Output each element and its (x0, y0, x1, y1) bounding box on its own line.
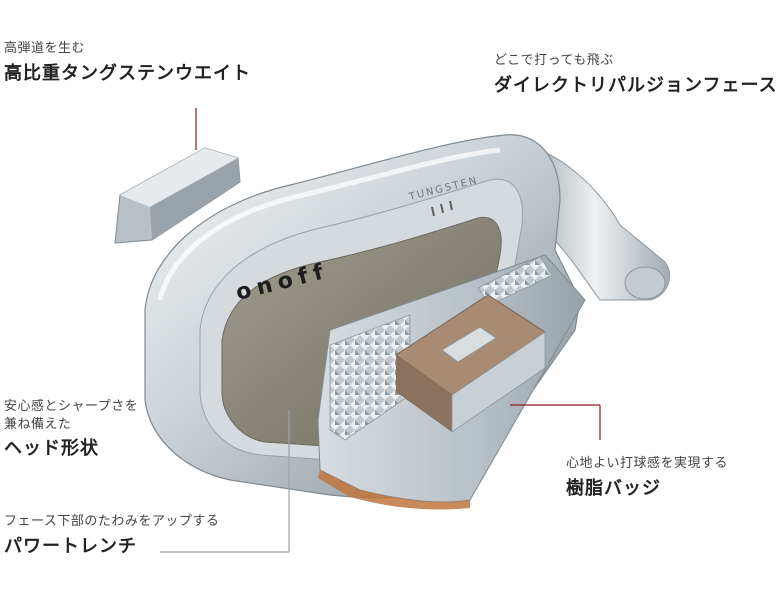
callout-head-sub-1: 安心感とシャープさを (4, 399, 139, 414)
callout-face-sub: どこで打っても飛ぶ (494, 53, 614, 68)
club-top-rim (157, 147, 501, 301)
face-texture-side (329, 314, 411, 441)
callout-wrench-sub: フェース下部のたわみをアップする (4, 514, 220, 529)
face-plate-edge (318, 470, 470, 510)
tungsten-weight (114, 147, 241, 244)
leader-lines (160, 108, 601, 553)
hosel-opening (624, 266, 666, 300)
callout-badge-title: 樹脂バッジ (566, 477, 661, 499)
callout-repulsion-face: どこで打っても飛ぶ ダイレクトリパルジョンフェース (494, 52, 778, 98)
callout-power-trench: フェース下部のたわみをアップする パワートレンチ (4, 513, 219, 559)
callout-head-title: ヘッド形状 (4, 438, 99, 460)
callout-tungsten-weight: 高弾道を生む 高比重タングステンウエイト (4, 40, 251, 86)
callout-face-title: ダイレクトリパルジョンフェース (494, 74, 778, 96)
callout-wrench-title: パワートレンチ (4, 535, 137, 557)
callout-head-shape: 安心感とシャープさを 兼ね備えた ヘッド形状 (4, 398, 138, 461)
callout-tungsten-sub: 高弾道を生む (4, 41, 86, 56)
callout-tungsten-title: 高比重タングステンウエイト (4, 62, 251, 84)
callout-head-sub-2: 兼ね備えた (4, 416, 72, 432)
tungsten-grooves (431, 200, 453, 217)
callout-badge-sub: 心地よい打球感を実現する (566, 456, 729, 471)
resin-badge (395, 294, 546, 433)
callout-resin-badge: 心地よい打球感を実現する 樹脂バッジ (566, 455, 728, 501)
